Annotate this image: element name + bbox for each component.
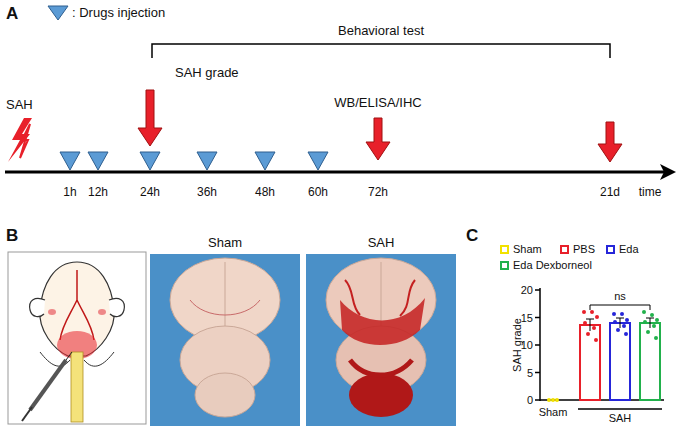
legend-text: PBS (573, 243, 595, 256)
time-tick: 36h (197, 186, 217, 200)
panel-letter: A (6, 4, 18, 24)
lightning-icon (8, 118, 32, 162)
brain-photo-sah (306, 254, 456, 426)
photo-label: Sham (208, 236, 242, 251)
panel-letter: B (6, 226, 18, 246)
legend-swatch (606, 245, 615, 254)
time-tick: 1h (63, 186, 76, 200)
panel-letter: C (466, 226, 478, 246)
timepoint-label: WB/ELISA/IHC (334, 96, 421, 111)
axis-label: time (639, 186, 662, 200)
significance-label: ns (614, 290, 626, 303)
lightning-icon (20, 124, 30, 158)
injection-triangles (60, 152, 328, 170)
legend-text: : Drugs injection (72, 6, 165, 21)
time-tick: 48h (255, 186, 275, 200)
legend-swatch (500, 261, 509, 270)
time-tick: 21d (600, 186, 620, 200)
red-arrows (138, 90, 622, 162)
legend-text: Eda Dexborneol (513, 259, 592, 272)
mouse-schematic (8, 252, 146, 424)
time-tick: 24h (140, 186, 160, 200)
bar-chart (535, 288, 664, 409)
axis-tick: 10 (521, 339, 533, 352)
time-tick: 60h (308, 186, 328, 200)
legend-swatch (500, 245, 509, 254)
legend-text: Sham (513, 243, 542, 256)
event-label: SAH (6, 98, 33, 113)
photo-label: SAH (368, 236, 395, 251)
time-tick: 72h (368, 186, 388, 200)
legend-swatch (560, 245, 569, 254)
axis-tick: 0 (527, 394, 533, 407)
axis-tick: 5 (527, 366, 533, 379)
bracket (152, 44, 610, 58)
timeline (5, 171, 664, 174)
legend-text: Eda (619, 243, 639, 256)
legend-triangle (48, 6, 68, 20)
brain-photo-sham (150, 254, 300, 426)
timepoint-label: SAH grade (175, 66, 239, 81)
time-tick: 12h (88, 186, 108, 200)
axis-tick: 15 (521, 311, 533, 324)
group-label: Sham (539, 406, 568, 419)
timeline-arrowhead (660, 164, 676, 180)
bracket-label: Behavioral test (338, 24, 424, 39)
group-label: SAH (609, 412, 632, 425)
axis-tick: 20 (521, 284, 533, 297)
